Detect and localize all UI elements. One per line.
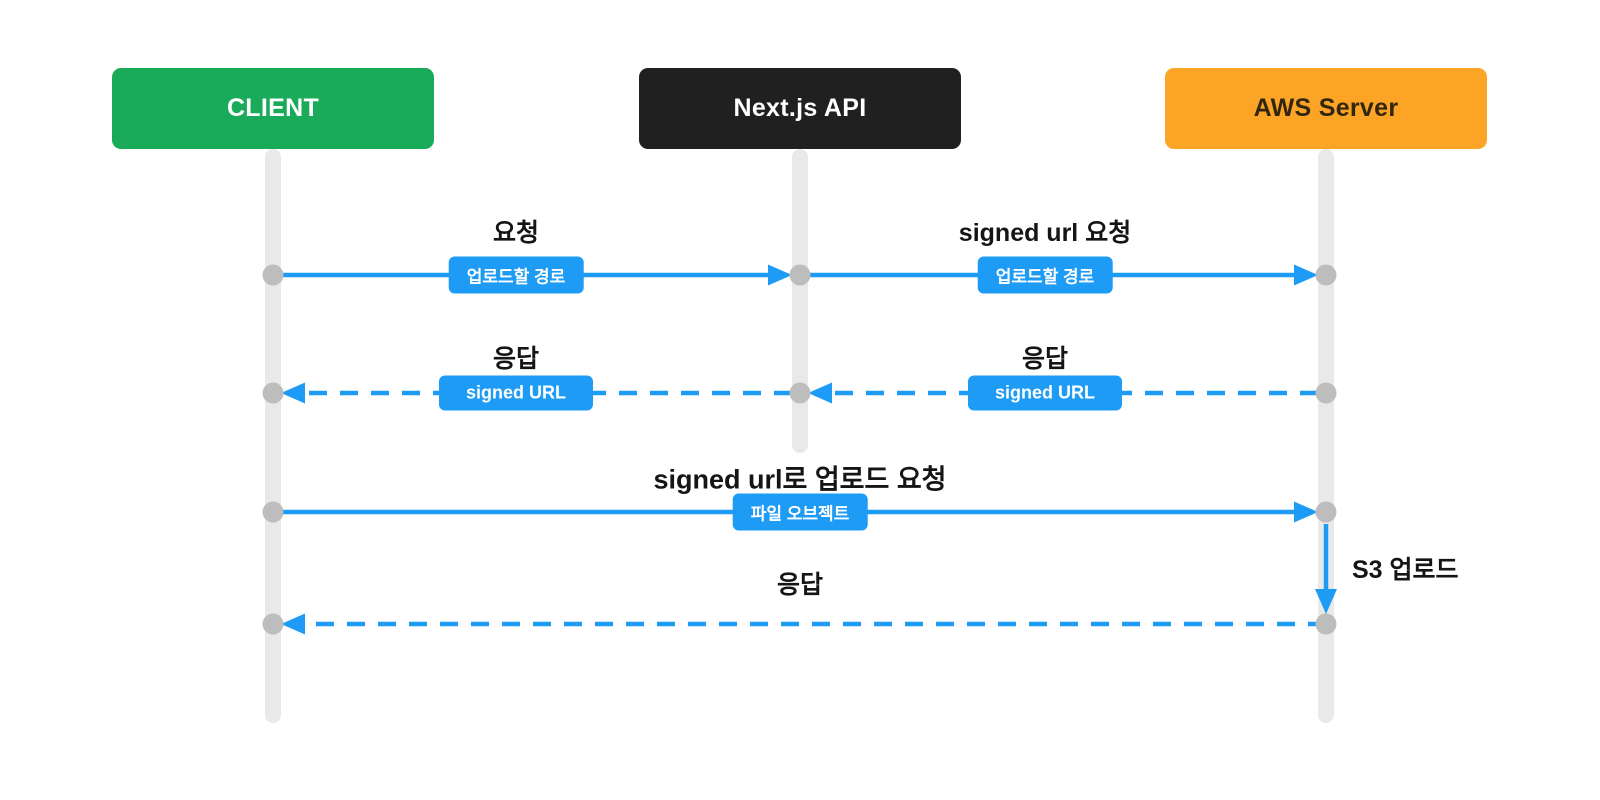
message-3-label: 응답 — [492, 345, 540, 373]
lifeline-dot — [789, 264, 811, 286]
lifeline-dot — [1315, 501, 1337, 523]
lifeline-client — [265, 149, 281, 723]
message-7-label: 응답 — [776, 571, 824, 599]
actor-label-nextjs-api: Next.js API — [733, 94, 867, 122]
message-6-label-s3-upload: S3 업로드 — [1352, 556, 1459, 584]
message-7-response-arrow — [281, 613, 1326, 635]
arrow-head-down-icon — [1315, 589, 1337, 614]
lifeline-dot — [262, 264, 284, 286]
lifeline-dot — [262, 613, 284, 635]
arrow-head-left-icon — [808, 382, 832, 404]
actor-label-client: CLIENT — [226, 94, 320, 122]
message-3-response-arrow — [281, 382, 792, 404]
lifeline-dot — [1315, 613, 1337, 635]
lifeline-nextjs-api — [792, 149, 808, 453]
message-4-payload-badge: signed URL — [967, 375, 1123, 411]
message-1-payload-badge: 업로드할 경로 — [448, 256, 584, 294]
lifeline-dot — [262, 501, 284, 523]
arrow-head-right-icon — [768, 264, 792, 286]
message-1-label: 요청 — [492, 219, 540, 247]
lifeline-dot — [789, 382, 811, 404]
actor-box-aws-server: AWS Server — [1165, 68, 1487, 149]
message-4-label: 응답 — [1021, 345, 1069, 373]
actor-box-client: CLIENT — [112, 68, 434, 149]
lifeline-aws-server — [1318, 149, 1334, 723]
message-6-s3-upload-arrow — [1315, 524, 1337, 614]
arrow-head-right-icon — [1294, 501, 1318, 523]
arrow-head-left-icon — [281, 613, 305, 635]
arrow-head-left-icon — [281, 382, 305, 404]
message-2-label: signed url 요청 — [958, 219, 1132, 247]
lifeline-dot — [262, 382, 284, 404]
arrow-head-right-icon — [1294, 264, 1318, 286]
message-4-response-arrow — [808, 382, 1318, 404]
message-2-payload-badge: 업로드할 경로 — [977, 256, 1113, 294]
actor-label-aws-server: AWS Server — [1253, 94, 1399, 122]
lifeline-dots — [262, 264, 1337, 635]
lifeline-dot — [1315, 264, 1337, 286]
message-5-label: signed url로 업로드 요청 — [653, 464, 947, 495]
actor-box-nextjs-api: Next.js API — [639, 68, 961, 149]
lifeline-dot — [1315, 382, 1337, 404]
message-5-payload-badge: 파일 오브젝트 — [732, 493, 868, 531]
message-3-payload-badge: signed URL — [438, 375, 594, 411]
